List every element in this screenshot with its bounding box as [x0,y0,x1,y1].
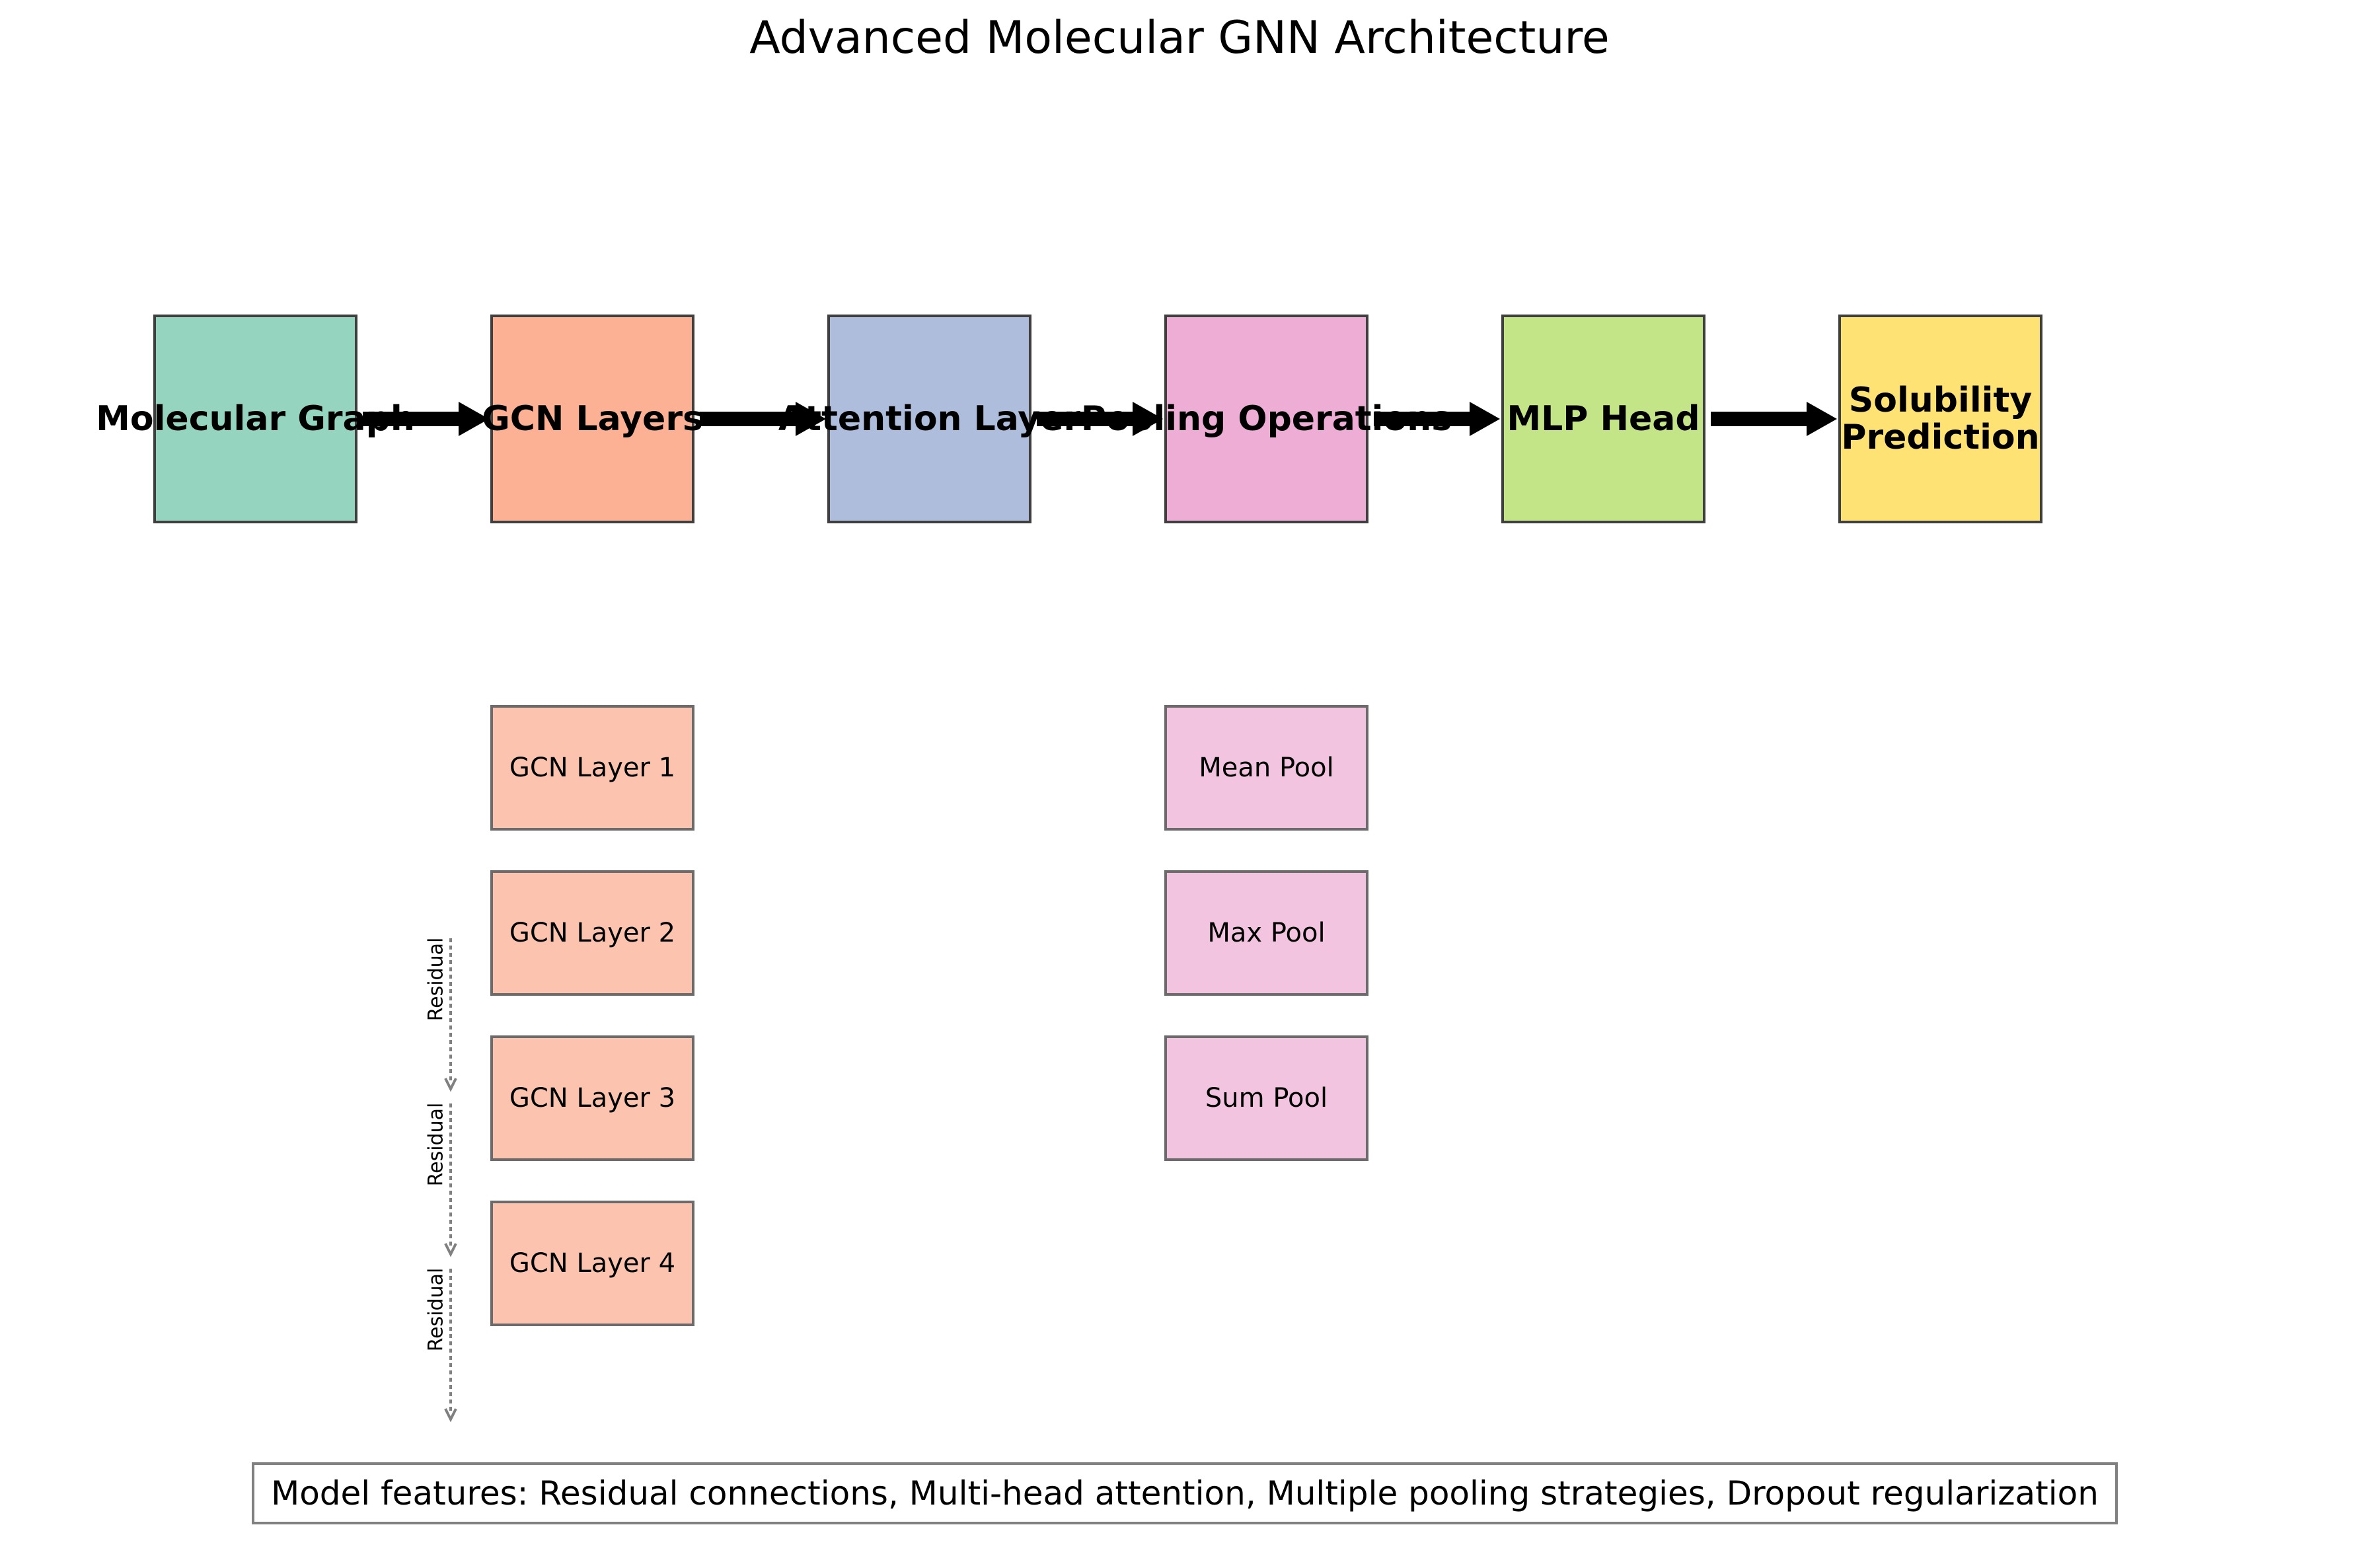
block-label-molecular-graph: Molecular Graph [96,399,415,439]
flow-arrow-5 [1711,402,1837,436]
residual-label: Residual [425,938,448,1022]
max-pool-box [1164,870,1368,996]
gcn-sublayer-stack: GCN Layer 1 GCN Layer 2 GCN Layer 3 GCN Lay… [490,705,694,1326]
flow-arrow-3 [1037,402,1163,436]
footer-text: Model features: Residual connections, Mu… [271,1474,2099,1512]
gcn-layer-4-box [490,1201,694,1326]
gcn-layer-1-box [490,705,694,831]
gcn-layer-4-label: GCN Layer 4 [509,1248,675,1279]
block-molecular-graph [153,315,357,523]
residual-label: Residual [425,1268,448,1352]
flow-arrows [363,402,1837,436]
mean-pool-label: Mean Pool [1199,753,1333,783]
footer-note: Model features: Residual connections, Mu… [252,1462,2118,1524]
sum-pool-label: Sum Pool [1205,1083,1328,1113]
main-pipeline-labels: Molecular Graph GCN Layers Attention Layer… [96,381,2040,457]
flow-arrow-head [1470,402,1500,436]
block-pooling-operations [1164,315,1368,523]
block-label-solubility-prediction-line-2: Prediction [1841,418,2039,457]
gcn-layer-1-label: GCN Layer 1 [509,753,675,783]
residual-arrowhead [444,1408,457,1423]
residual-connection-3: Residual [425,1268,457,1423]
diagram-title: Advanced Molecular GNN Architecture [749,12,1609,64]
block-attention-layer [827,315,1031,523]
flow-arrow-shaft [1037,412,1134,426]
gcn-layer-3-label: GCN Layer 3 [509,1083,675,1113]
flow-arrow-1 [363,402,489,436]
block-gcn-layers [490,315,694,523]
flow-arrow-4 [1374,402,1500,436]
mean-pool-box [1164,705,1368,831]
flow-arrow-head [796,402,826,436]
block-label-attention-layer: Attention Layer [778,399,1081,439]
flow-arrow-shaft [700,412,797,426]
gcn-layer-3-box [490,1035,694,1161]
block-label-solubility-prediction-line-1: Solubility [1849,381,2032,420]
flow-arrow-2 [700,402,826,436]
block-label-mlp-head: MLP Head [1507,399,1700,439]
max-pool-label: Max Pool [1207,918,1325,948]
block-label-gcn-layers: GCN Layers [482,399,703,439]
flow-arrow-head [1807,402,1837,436]
sum-pool-box [1164,1035,1368,1161]
gcn-layer-2-label: GCN Layer 2 [509,918,675,948]
flow-arrow-shaft [1374,412,1471,426]
main-pipeline [153,315,2042,523]
residual-connection-1: Residual [425,938,457,1092]
footer-box [252,1462,2118,1524]
residual-arrowhead [444,1078,457,1092]
residual-connection-2: Residual [425,1103,457,1257]
flow-arrow-shaft [363,412,460,426]
block-solubility-prediction [1838,315,2042,523]
residual-label: Residual [425,1103,448,1187]
residual-arrowhead [444,1243,457,1257]
flow-arrow-head [1133,402,1163,436]
gcn-layer-2-box [490,870,694,996]
block-mlp-head [1501,315,1705,523]
flow-arrow-shaft [1711,412,1808,426]
flow-arrow-head [459,402,489,436]
